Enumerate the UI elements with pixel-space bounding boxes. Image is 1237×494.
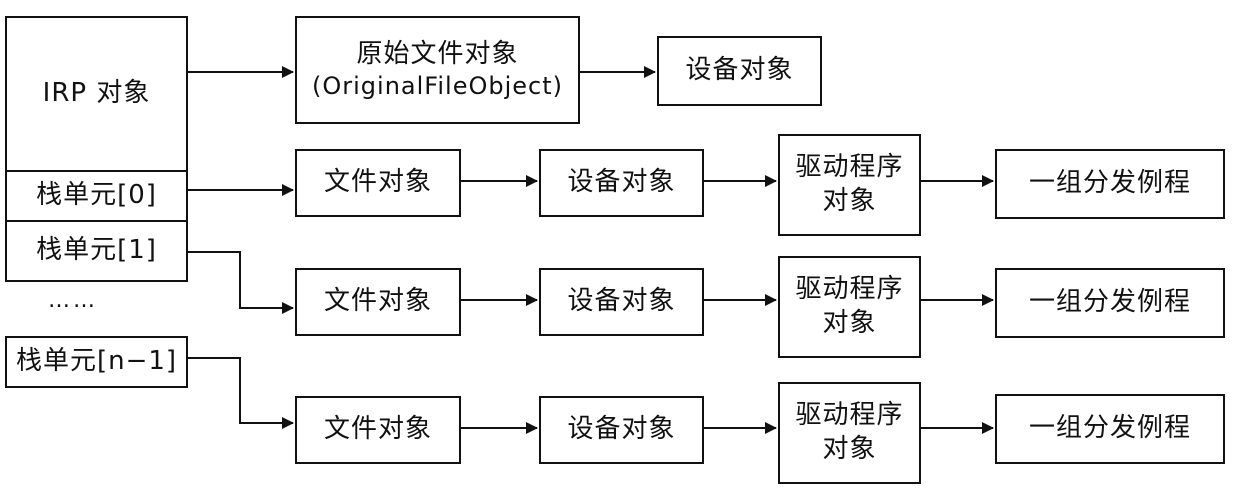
driver-object-label-line2: 对象 [822, 434, 877, 464]
stack-unit-label: 栈单元[n−1] [15, 346, 178, 377]
arrow-stack1-to-file [188, 251, 294, 314]
row1-device-object-box: 设备对象 [539, 149, 704, 217]
row3-device-object-box: 设备对象 [539, 396, 704, 464]
original-device-object-box: 设备对象 [657, 36, 822, 106]
row2-driver-object-box: 驱动程序 对象 [778, 256, 921, 358]
stack-unit-label: 栈单元[1] [36, 235, 157, 266]
stack-unit-label: 栈单元[0] [36, 180, 157, 211]
device-object-label: 设备对象 [567, 167, 676, 198]
arrow-stackn-to-file [188, 357, 294, 429]
row1-dispatch-routines-box: 一组分发例程 [995, 149, 1225, 219]
file-object-label: 文件对象 [323, 414, 432, 445]
file-object-label: 文件对象 [323, 286, 432, 317]
row1-driver-object-box: 驱动程序 对象 [778, 134, 921, 236]
row2-file-object-box: 文件对象 [295, 268, 461, 336]
driver-object-label-line2: 对象 [822, 186, 877, 216]
driver-object-label-line2: 对象 [822, 308, 877, 338]
stack-unit-n-minus-1: 栈单元[n−1] [5, 336, 188, 388]
original-file-object-label: 原始文件对象 [356, 38, 519, 69]
row3-file-object-box: 文件对象 [295, 396, 461, 464]
driver-object-label-line1: 驱动程序 [795, 152, 904, 183]
ellipsis: …… [48, 288, 98, 313]
driver-object-label-line1: 驱动程序 [795, 400, 904, 431]
driver-object-label-line1: 驱动程序 [795, 274, 904, 305]
row1-file-object-box: 文件对象 [295, 149, 461, 217]
irp-object-box: IRP 对象 [5, 16, 188, 172]
original-file-object-sublabel: (OriginalFileObject) [312, 72, 563, 101]
device-object-label: 设备对象 [685, 55, 794, 86]
row2-dispatch-routines-box: 一组分发例程 [995, 268, 1225, 338]
original-file-object-box: 原始文件对象 (OriginalFileObject) [295, 16, 580, 124]
dispatch-routines-label: 一组分发例程 [1028, 287, 1191, 318]
irp-title: IRP 对象 [42, 78, 151, 109]
stack-unit-1: 栈单元[1] [5, 220, 188, 282]
row3-driver-object-box: 驱动程序 对象 [778, 382, 921, 484]
row3-dispatch-routines-box: 一组分发例程 [995, 394, 1225, 464]
dispatch-routines-label: 一组分发例程 [1028, 413, 1191, 444]
device-object-label: 设备对象 [567, 286, 676, 317]
dispatch-routines-label: 一组分发例程 [1028, 168, 1191, 199]
file-object-label: 文件对象 [323, 167, 432, 198]
stack-unit-0: 栈单元[0] [5, 170, 188, 222]
device-object-label: 设备对象 [567, 414, 676, 445]
row2-device-object-box: 设备对象 [539, 268, 704, 336]
